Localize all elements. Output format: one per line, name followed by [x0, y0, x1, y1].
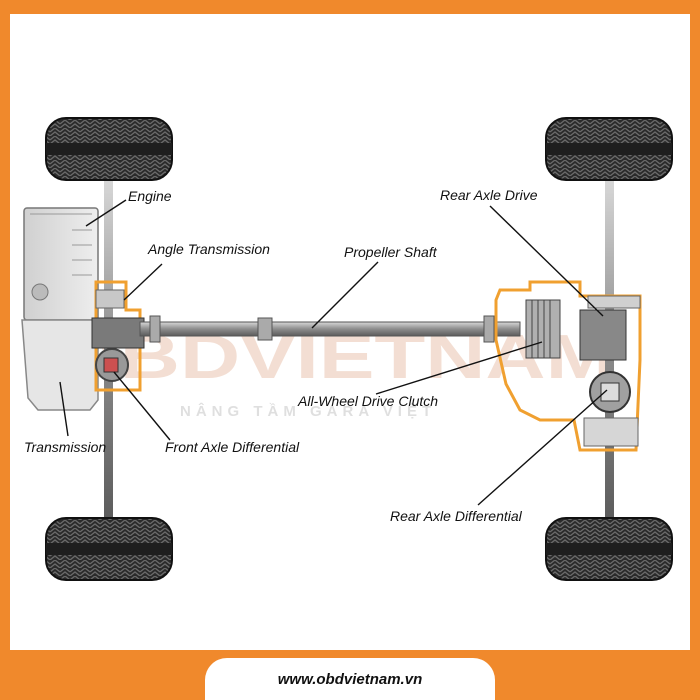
footer-url-link[interactable]: www.obdvietnam.vn — [277, 670, 423, 688]
label-front-axle-differential: Front Axle Differential — [165, 439, 300, 455]
rear-diff-casing — [583, 417, 639, 447]
label-all-wheel-drive-clutch: All-Wheel Drive Clutch — [297, 393, 438, 409]
shaft-joint-mid — [257, 317, 273, 341]
tire-icon — [546, 543, 672, 555]
transmission-housing — [21, 319, 99, 411]
leader-rear-axle-drive — [489, 205, 604, 317]
label-angle-transmission: Angle Transmission — [147, 241, 270, 257]
tire-icon — [46, 143, 172, 155]
differential-gear-icon — [589, 371, 631, 413]
tire-rear-right — [545, 517, 673, 581]
tire-front-left — [45, 117, 173, 181]
leader-awd-clutch — [375, 341, 543, 395]
tire-front-right — [45, 517, 173, 581]
leader-angle-transmission — [123, 263, 163, 301]
shaft-joint-front — [149, 315, 161, 343]
front-housing-outline — [94, 280, 142, 392]
propeller-shaft — [139, 321, 521, 337]
tire-icon — [46, 543, 172, 555]
leader-propeller-shaft — [311, 261, 379, 329]
label-engine: Engine — [128, 188, 172, 204]
tire-icon — [546, 143, 672, 155]
leader-lines — [59, 199, 608, 506]
leader-rear-axle-diff — [477, 389, 608, 506]
label-transmission: Transmission — [24, 439, 106, 455]
rear-housing-outline — [494, 280, 642, 452]
label-rear-axle-differential: Rear Axle Differential — [390, 508, 523, 524]
front-gear-stack — [91, 317, 145, 349]
label-rear-axle-drive: Rear Axle Drive — [440, 187, 538, 203]
rear-axle-drive-unit — [579, 309, 627, 361]
label-propeller-shaft: Propeller Shaft — [344, 244, 438, 260]
tire-rear-left — [545, 117, 673, 181]
leader-front-axle-diff — [113, 371, 171, 441]
leader-transmission — [59, 381, 69, 437]
angle-transmission-unit — [95, 289, 125, 309]
rear-flange — [587, 295, 641, 309]
differential-gear-icon — [95, 348, 129, 382]
footer-pill: www.obdvietnam.vn — [205, 658, 495, 700]
shaft-joint-rear — [483, 315, 495, 343]
leader-engine — [85, 199, 127, 227]
clutch-pack-icon — [525, 299, 561, 359]
watermark-tagline: NÂNG TẦM GARA VIỆT — [180, 402, 436, 420]
